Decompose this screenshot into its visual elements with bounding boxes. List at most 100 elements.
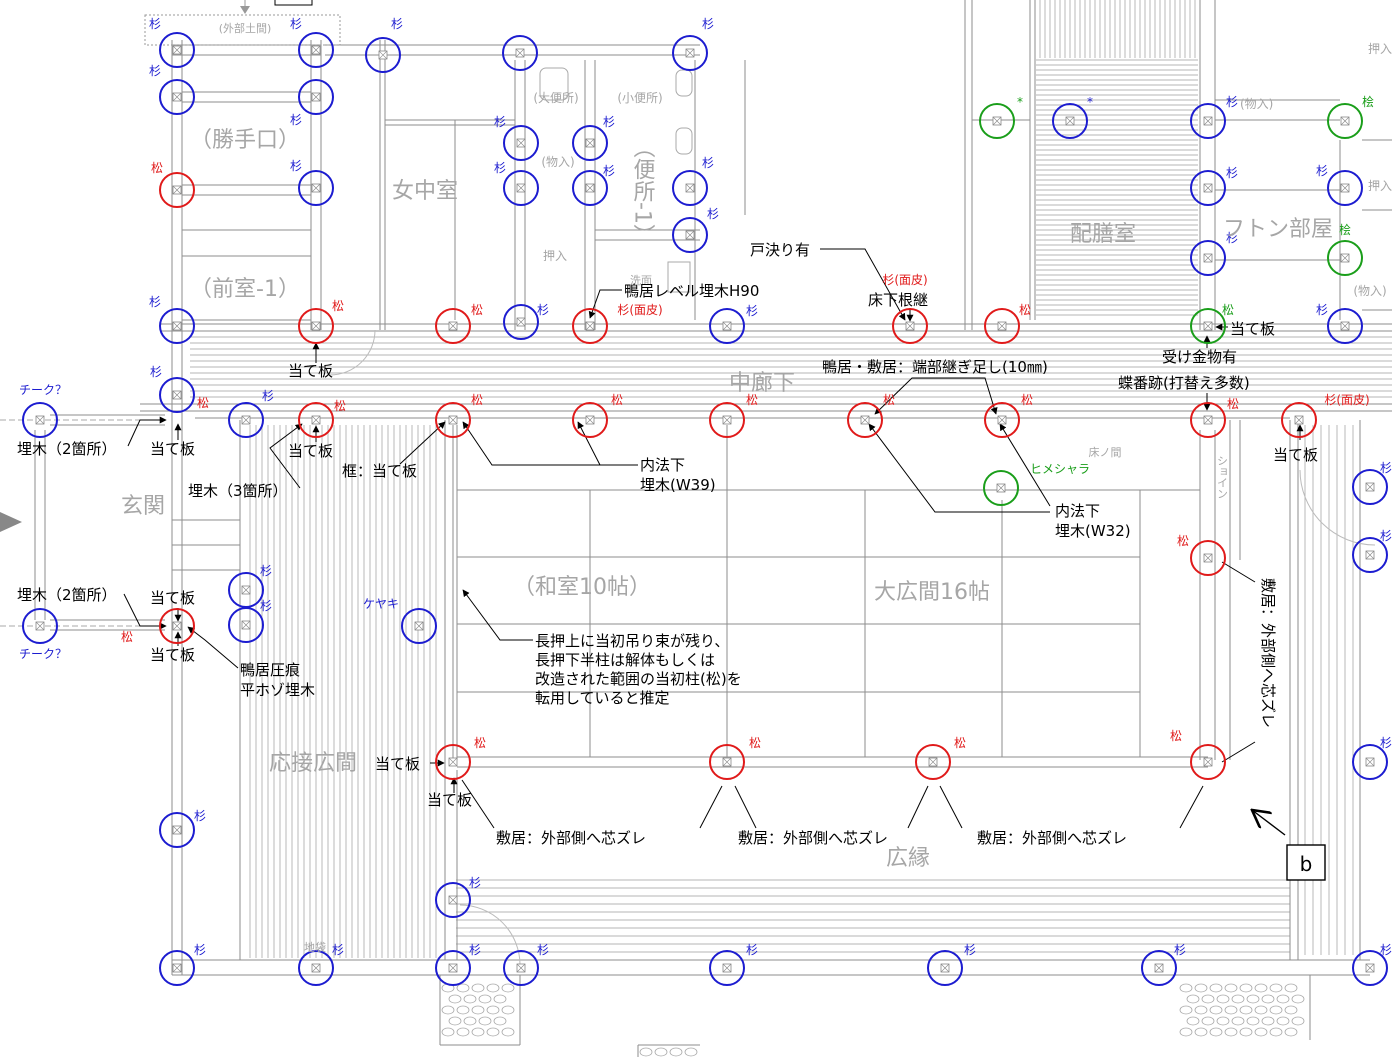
column-circle [1190, 402, 1226, 438]
annotation-text: 改造された範囲の当初柱(松)を [535, 670, 742, 688]
column-species-label: 杉 [603, 164, 615, 178]
column-species-label: 杉 [290, 159, 302, 173]
annotation-text: 当て板 [288, 442, 333, 460]
pebble [1179, 1005, 1193, 1015]
pebble [1239, 1005, 1253, 1015]
column-circle [159, 812, 195, 848]
column-circle [709, 308, 745, 344]
column-post-cross [311, 415, 321, 425]
column-marker: 杉 [435, 943, 481, 986]
column-post-cross [1365, 963, 1375, 973]
column-circle [228, 607, 264, 643]
column-species-label: 杉 [1380, 736, 1392, 750]
pebble [478, 1016, 492, 1026]
column-species-label: 松 [954, 736, 966, 750]
column-marker: 杉 [290, 79, 334, 127]
pebble [456, 1005, 470, 1015]
room-label: 洗面 [630, 274, 652, 287]
column-post-cross [722, 321, 732, 331]
column-marker: 杉 [149, 17, 195, 68]
pebble [684, 1047, 698, 1057]
column-species-label: 杉 [1316, 303, 1328, 317]
column-post-cross [585, 183, 595, 193]
pebble [1261, 994, 1275, 1004]
column-post-cross [1340, 183, 1350, 193]
column-post-cross [515, 48, 525, 58]
column-post-cross [1203, 757, 1213, 767]
column-species-label: 杉 [260, 599, 272, 613]
stepping-stone-area [441, 983, 1305, 1057]
column-circle [159, 608, 195, 644]
column-post-cross [516, 317, 526, 327]
column-circle [1327, 308, 1363, 344]
leader-line [462, 589, 533, 641]
column-marker: 杉 [1352, 529, 1392, 573]
annotation-text: 内法下 [640, 456, 685, 474]
annotation-text: 床下根継 [868, 291, 928, 309]
column-marker: 松 [1190, 397, 1239, 438]
leader-line [874, 377, 998, 415]
column-post-cross [685, 230, 695, 240]
pebble [501, 983, 515, 993]
column-circle [672, 35, 708, 71]
room-label: （和室10帖） [513, 575, 651, 600]
column-circle [572, 170, 608, 206]
column-circle [435, 882, 471, 918]
column-species-label: 杉 [1226, 95, 1238, 109]
column-post-cross [1203, 253, 1213, 263]
room-label: 押入 [1368, 42, 1392, 56]
column-marker: 杉 [572, 164, 615, 206]
column-marker: ヒメシャラ [983, 462, 1090, 506]
column-species-label: ケヤキ [363, 597, 399, 611]
column-marker: 杉 [672, 17, 714, 71]
column-species-label: 松 [1227, 397, 1239, 411]
urinal-fixture [675, 127, 693, 155]
column-circle [572, 402, 608, 438]
column-post-cross [1154, 963, 1164, 973]
column-circle [503, 304, 539, 340]
leader-line [461, 779, 495, 829]
column-species-label: 杉 [332, 943, 344, 957]
column-marker: 杉 [672, 207, 719, 253]
room-label: 女中室 [392, 179, 458, 204]
column-circle [22, 608, 58, 644]
column-species-label: 杉 [262, 389, 274, 403]
column-species-label: 松 [332, 299, 344, 313]
annotation-text: 当て板 [150, 440, 195, 458]
column-circle [1052, 103, 1088, 139]
column-species-label: 松 [1177, 534, 1189, 548]
pebble [1209, 1027, 1223, 1037]
column-post-cross [448, 321, 458, 331]
column-species-label: 杉 [1380, 529, 1392, 543]
column-post-cross [241, 585, 251, 595]
entry-arrow-head [240, 6, 250, 14]
annotation-text: 鴨居圧痕 [240, 661, 300, 679]
column-post-cross [172, 825, 182, 835]
column-species-label: 杉 [537, 303, 549, 317]
column-marker: 杉 [298, 943, 344, 986]
column-marker: 杉 [572, 115, 615, 161]
pebble [456, 1027, 470, 1037]
leader-line [1179, 785, 1204, 829]
column-post-cross [1065, 116, 1075, 126]
column-species-label: 杉 [150, 365, 162, 379]
column-species-label: 桧 [1339, 222, 1351, 237]
column-marker: 杉 [503, 943, 549, 986]
column-post-cross [992, 116, 1002, 126]
pebble [1179, 983, 1193, 993]
annotation-text: 框：当て板 [342, 462, 417, 480]
column-post-cross [1365, 482, 1375, 492]
pebble [1194, 1027, 1208, 1037]
view-callout-label: b [1300, 852, 1313, 876]
annotation-text: 鴨居レベル埋木H90 [624, 282, 759, 300]
wall-lines [34, 0, 1392, 1057]
leader-line [734, 785, 757, 829]
column-post-cross [1203, 321, 1213, 331]
pebble [1246, 1016, 1260, 1026]
column-post-cross [311, 45, 321, 55]
column-circle [1190, 744, 1226, 780]
column-species-label: 松 [611, 393, 623, 407]
pebble [1186, 1016, 1200, 1026]
column-species-label: 松 [121, 630, 133, 644]
column-marker: 杉 [1352, 943, 1392, 986]
